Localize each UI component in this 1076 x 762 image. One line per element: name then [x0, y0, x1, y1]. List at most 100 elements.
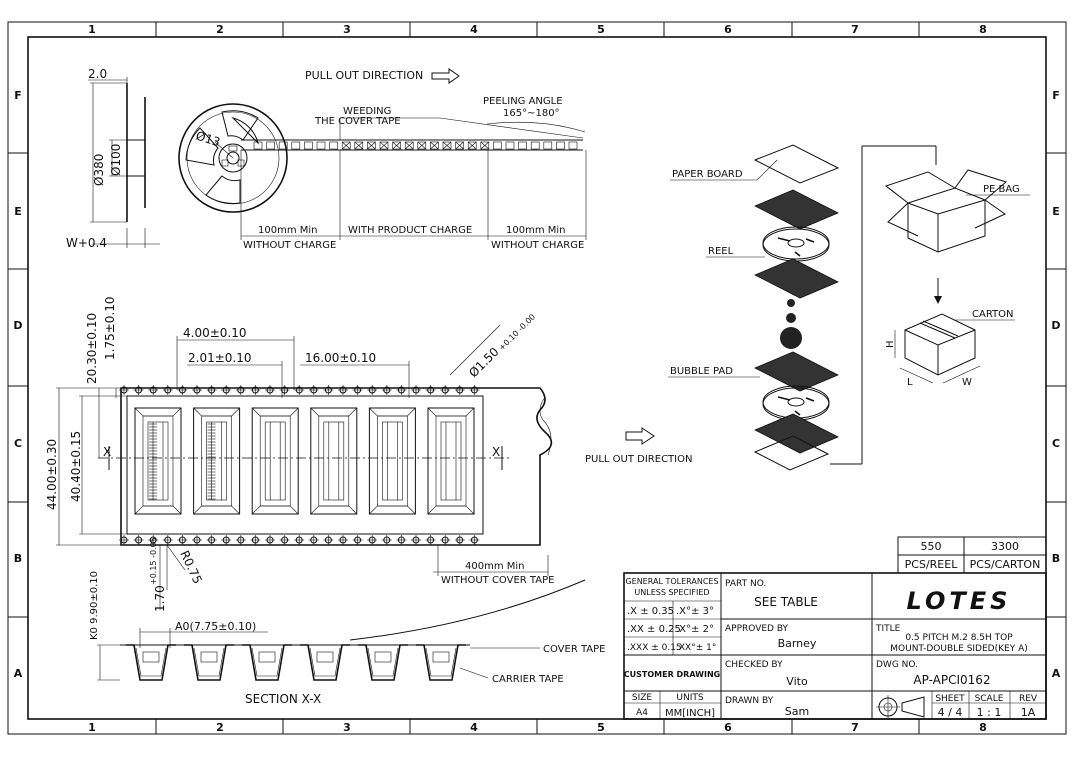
section-marker-right: X: [492, 445, 500, 459]
pocket-floor: [377, 415, 408, 507]
pocket-outline: [310, 407, 358, 515]
section-cavity-inner: [367, 647, 399, 677]
strip-pocket: [253, 141, 263, 150]
strip-pocket: [304, 141, 313, 150]
strip-pocket: [455, 141, 464, 150]
tolerance-angular-2: .X°± 2°: [676, 624, 714, 635]
col-label: 5: [597, 23, 605, 36]
section-cavity: [416, 644, 466, 681]
pocket-part: [206, 421, 227, 501]
strip-pocket: [278, 141, 288, 150]
section-cavity-inner: [193, 647, 225, 677]
row-label: B: [14, 552, 22, 565]
tolerance-linear-2: .XX ± 0.25: [627, 624, 681, 635]
pocket-floor: [435, 415, 467, 507]
units-value: MM[INCH]: [665, 708, 715, 719]
carrier-tape-label: CARRIER TAPE: [492, 674, 564, 685]
strip-pocket: [341, 141, 351, 150]
checked-by-label: CHECKED BY: [725, 660, 783, 670]
strip-pocket-mark: [342, 141, 351, 150]
col-label: 6: [724, 721, 732, 734]
row-labels-left: F E D C B A: [13, 89, 22, 680]
trailer-note: WITHOUT CHARGE: [491, 240, 584, 251]
drawing-title-line-2: MOUNT-DOUBLE SIDED(KEY A): [890, 644, 1027, 654]
row-labels-right: F E D C B A: [1051, 89, 1060, 680]
strip-pocket: [266, 141, 275, 150]
dim-reel-outer-diameter: Ø380: [92, 154, 106, 186]
drawn-by-value: Sam: [785, 705, 809, 718]
sprocket-holes-top: [119, 385, 480, 395]
dwg-no-value: AP-APCI0162: [913, 673, 990, 687]
section-cavities: [126, 644, 466, 681]
strip-pocket: [430, 141, 439, 150]
pocket-part: [440, 421, 462, 501]
projection-symbol-icon: [876, 695, 925, 719]
tolerance-linear-3: .XXX ± 0.15: [627, 643, 682, 653]
section-part: [258, 651, 276, 663]
strip-pocket-mark: [455, 141, 464, 150]
strip-pocket: [505, 141, 515, 150]
col-label: 1: [88, 721, 96, 734]
packing-exploded-view: PAPER BOARD REEL BUBBLE PAD: [668, 144, 1030, 471]
company-logo: LOTES: [907, 587, 1012, 615]
dim-cavity-tolerance: +0.15 -0.05: [149, 537, 158, 585]
dim-sprocket-hole-tolerance: +0.10 -0.00: [497, 312, 537, 352]
pocket-bevel: [310, 407, 358, 515]
strip-pocket-mark: [392, 141, 401, 150]
strip-pocket: [367, 141, 376, 150]
pocket-floor: [142, 415, 174, 507]
carton-shape: [904, 313, 976, 376]
drawing-title-line-1: 0.5 PITCH M.2 8.5H TOP: [905, 633, 1013, 643]
pull-out-direction-label: PULL OUT DIRECTION: [585, 454, 692, 465]
section-cavity: [300, 644, 350, 681]
pe-bag-shape: [884, 169, 1008, 253]
leader-1-note: WITHOUT CHARGE: [243, 240, 336, 251]
dim-pocket-row-width: 40.40±0.15: [69, 431, 83, 502]
title-label: TITLE: [875, 624, 901, 634]
section-part: [432, 651, 450, 663]
strip-pocket: [354, 141, 364, 150]
pocket-bevel: [369, 407, 416, 515]
dim-edge-to-hole: 1.75±0.10: [103, 297, 117, 361]
section-title: SECTION X-X: [245, 692, 321, 706]
col-label: 7: [851, 23, 859, 36]
strip-pocket: [392, 141, 401, 150]
strip-pockets: [253, 141, 578, 150]
dim-edge-to-center: 20.30±0.10: [85, 313, 99, 384]
peeling-angle-label: PEELING ANGLE: [483, 96, 563, 107]
size-value: A4: [636, 708, 648, 718]
pcs-per-carton-value: 3300: [991, 540, 1019, 553]
component-pockets: [134, 407, 475, 515]
carton-label: CARTON: [972, 309, 1014, 320]
col-label: 2: [216, 23, 224, 36]
paper-board-shape: [753, 144, 840, 184]
dim-cavity-depth: 1.70: [153, 585, 167, 612]
quantity-table: 550 3300 PCS/REEL PCS/CARTON: [897, 536, 1047, 574]
strip-pocket: [518, 141, 527, 150]
dim-sprocket-hole-diameter: Ø1.50: [466, 345, 501, 380]
row-label: B: [1052, 552, 1060, 565]
strip-pocket-mark: [480, 141, 489, 150]
part-no-label: PART NO.: [725, 579, 766, 589]
dim-sprocket-pitch: 4.00±0.10: [183, 326, 247, 340]
scale-value: 1 : 1: [977, 706, 1002, 719]
pocket-bevel: [193, 407, 240, 515]
trailer-length: 100mm Min: [506, 225, 566, 236]
section-cavity-inner: [135, 647, 167, 677]
approved-by-value: Barney: [778, 637, 817, 650]
tolerance-header-2: UNLESS SPECIFIED: [634, 588, 709, 597]
strip-pocket: [329, 141, 338, 150]
reel-upper-shape: [762, 226, 830, 262]
trailer-length-bottom: 400mm Min: [465, 561, 525, 572]
weeding-label: WEEDING: [343, 106, 391, 117]
pocket-bevel: [251, 407, 299, 515]
sprocket-holes-bottom: [119, 535, 480, 545]
section-cavity: [358, 644, 408, 681]
strip-pocket: [379, 141, 389, 150]
strip-pocket-mark: [430, 141, 439, 150]
column-labels-top: 1 2 3 4 5 6 7 8: [88, 23, 987, 36]
peeling-angle-value: 165°~180°: [503, 108, 560, 119]
col-label: 8: [979, 721, 987, 734]
pocket-outline: [193, 407, 241, 515]
